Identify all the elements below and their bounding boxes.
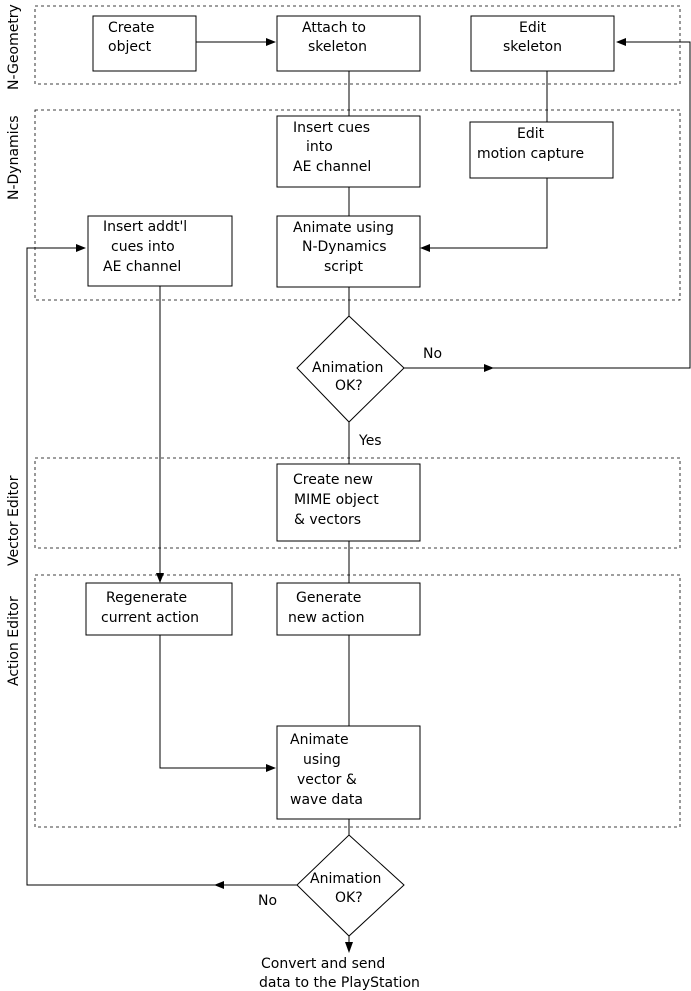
box-insert-cues [276, 115, 421, 188]
lane-n-geometry [34, 5, 681, 85]
box-animate-vector-wave [276, 725, 421, 820]
box-edit-motion-capture [469, 121, 614, 179]
label-animation-ok-2: Animation OK? [310, 871, 386, 906]
edge-mocap-to-animate [422, 178, 548, 249]
arrowhead-regenerate-to-animate2 [266, 764, 276, 772]
edge-decision2-no [26, 247, 297, 886]
lane-n-dynamics [34, 109, 681, 301]
box-insert-addtl-cues [87, 215, 233, 287]
label-animate-vector-wave: Animate using vector & wave data [290, 732, 363, 808]
arrowhead-decision2-to-convert [345, 942, 353, 953]
edge-decision1-no [404, 41, 691, 369]
label-generate-action: Generate new action [288, 590, 366, 626]
arrowhead-decision2-no-end [76, 244, 86, 252]
box-edit-skeleton [470, 15, 615, 72]
edge-regenerate-to-animate2 [159, 635, 274, 769]
label-convert-send: Convert and send data to the PlayStation [259, 956, 420, 991]
label-insert-addtl-cues: Insert addt'l cues into AE channel [103, 219, 192, 275]
label-regenerate-action: Regenerate current action [101, 590, 199, 626]
box-animate-ndynamics [276, 215, 421, 288]
box-generate-action [276, 582, 421, 636]
lane-vector-editor [34, 457, 681, 549]
lane-label-n-dynamics: N-Dynamics [6, 115, 22, 200]
label-animation-ok-1: Animation OK? [312, 360, 388, 394]
box-create-object [92, 15, 197, 72]
arrowhead-decision1-no-mid [484, 364, 494, 372]
lane-label-vector-editor: Vector Editor [6, 475, 22, 566]
label-create-object: Create object [108, 20, 159, 55]
lane-label-n-geometry: N-Geometry [6, 4, 22, 90]
connectors [26, 38, 691, 953]
label-animate-ndynamics: Animate using N-Dynamics script [293, 220, 398, 275]
arrowhead-decision1-no-end [616, 38, 626, 46]
arrowhead-decision2-no-mid [214, 881, 224, 889]
box-create-mime [276, 463, 421, 542]
edge-label-no-2: No [258, 893, 277, 909]
label-insert-cues: Insert cues into AE channel [293, 120, 375, 175]
edge-label-no-1: No [423, 346, 442, 362]
lane-label-action-editor: Action Editor [6, 596, 22, 686]
arrowhead-create-to-attach [266, 38, 276, 46]
label-edit-skeleton: Edit skeleton [503, 20, 562, 55]
label-edit-motion-capture: Edit motion capture [477, 126, 584, 162]
lane-action-editor [34, 574, 681, 828]
box-attach-skeleton [276, 15, 421, 72]
decision-animation-ok-2 [296, 834, 405, 937]
arrowhead-mocap-to-animate [420, 244, 430, 252]
label-attach-skeleton: Attach to skeleton [302, 20, 370, 55]
edge-label-yes-1: Yes [358, 433, 382, 449]
box-regenerate-action [85, 582, 233, 636]
arrowhead-addtl-to-regenerate [156, 573, 164, 583]
decision-animation-ok-1 [296, 315, 405, 423]
label-create-mime: Create new MIME object & vectors [293, 472, 383, 528]
